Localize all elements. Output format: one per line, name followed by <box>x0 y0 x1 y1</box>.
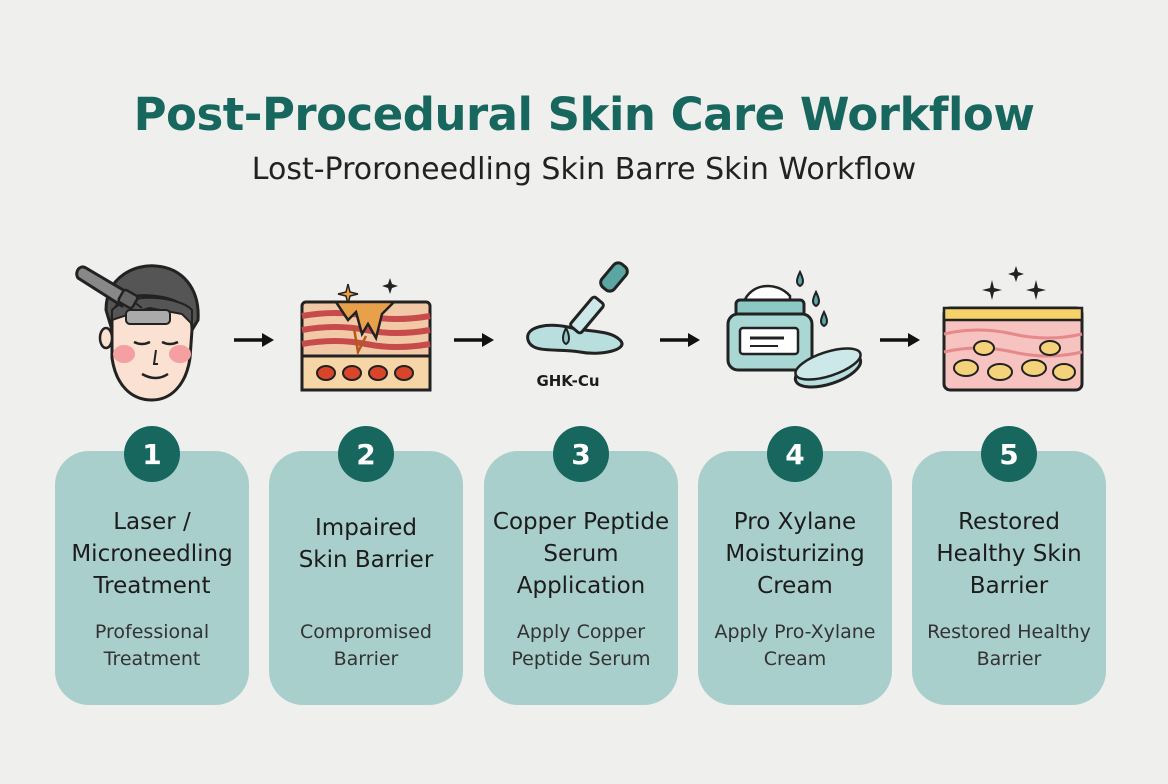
serum-dropper-icon <box>526 261 629 355</box>
page-subtitle: Lost-Proroneedling Skin Barre Skin Workf… <box>251 152 917 187</box>
healthy-skin-icon <box>942 266 1084 392</box>
page-title: Post-Procedural Skin Care Workflow <box>133 88 1035 141</box>
step-number-badge: 1 <box>124 426 180 482</box>
cream-jar-icon <box>726 269 863 389</box>
step-number-badge: 3 <box>553 426 609 482</box>
arrow-right-icon <box>234 333 274 347</box>
step-number-badge: 5 <box>981 426 1037 482</box>
ghk-cu-label: GHK-Cu <box>536 372 600 390</box>
step-number-badge: 4 <box>767 426 823 482</box>
step-number-badge: 2 <box>338 426 394 482</box>
damaged-skin-icon <box>300 278 432 392</box>
arrow-right-icon <box>454 333 494 347</box>
arrow-right-icon <box>660 333 700 347</box>
face-laser-icon <box>75 264 200 402</box>
arrow-right-icon <box>880 333 920 347</box>
